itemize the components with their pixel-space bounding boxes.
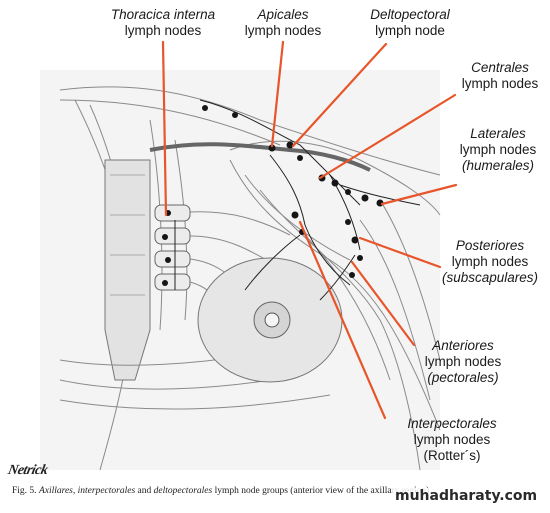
node (297, 155, 303, 161)
lymph-vessels (174, 99, 421, 301)
node (345, 189, 351, 195)
node (286, 141, 294, 149)
label-line: Anteriores (432, 338, 494, 353)
caption-prefix: Fig. 5. (12, 486, 37, 496)
leader-deltopectoral (291, 42, 388, 148)
label-deltopectoral: Deltopectoral lymph node (355, 7, 465, 39)
caption-italic-2: deltopectorales (153, 486, 213, 496)
node (357, 255, 363, 261)
label-line: (subscapulares) (441, 270, 539, 285)
node (351, 236, 359, 244)
label-thoracica-interna: Thoracica interna lymph nodes (104, 7, 222, 39)
label-line: lymph nodes (424, 354, 502, 369)
node (331, 179, 339, 187)
node (202, 105, 208, 111)
label-line: lymph node (375, 23, 445, 38)
leader-anteriores (350, 260, 416, 347)
label-laterales: Laterales lymph nodes (humerales) (450, 126, 546, 174)
caption-mid: and (137, 486, 152, 496)
caption-rest: lymph node groups (anterior view of the … (214, 486, 430, 496)
label-line: lymph nodes (413, 432, 491, 447)
label-line: Centrales (471, 60, 529, 75)
node (162, 234, 168, 240)
leader-lines (161, 40, 458, 420)
leader-centrales (318, 93, 457, 180)
label-centrales: Centrales lymph nodes (454, 60, 546, 92)
leader-thoracica (161, 40, 168, 217)
label-line: (pectorales) (427, 370, 499, 385)
label-line: lymph nodes (244, 23, 322, 38)
label-anteriores: Anteriores lymph nodes (pectorales) (408, 338, 518, 386)
node (349, 272, 355, 278)
label-line: lymph nodes (461, 76, 539, 91)
leader-apicales (270, 40, 285, 148)
label-line: lymph nodes (459, 142, 537, 157)
node (345, 219, 351, 225)
node (165, 257, 171, 263)
label-line: (humerales) (461, 158, 535, 173)
breast (197, 257, 343, 383)
label-line: (Rotter´s) (423, 448, 481, 463)
label-line: Interpectorales (407, 416, 497, 431)
leader-laterales (380, 183, 458, 206)
artist-signature: Netrick (6, 463, 49, 478)
label-line: lymph nodes (451, 254, 529, 269)
node (232, 112, 238, 118)
node (162, 280, 168, 286)
label-line: Deltopectoral (370, 7, 450, 22)
label-line: lymph nodes (124, 23, 202, 38)
label-line: Thoracica interna (110, 7, 216, 22)
figure-caption: Fig. 5. Axillares, interpectorales and d… (12, 486, 542, 496)
costal-cartilages (154, 204, 191, 291)
label-apicales: Apicales lymph nodes (240, 7, 326, 39)
watermark: muhadharaty.com (392, 488, 541, 504)
caption-italic-1: Axillares, interpectorales (38, 486, 136, 496)
label-line: Laterales (470, 126, 526, 141)
node (361, 194, 369, 202)
node (268, 144, 276, 152)
leader-posteriores (358, 236, 442, 269)
label-posteriores: Posteriores lymph nodes (subscapulares) (432, 238, 548, 286)
label-line: Posteriores (455, 238, 525, 253)
label-interpectorales: Interpectorales lymph nodes (Rotter´s) (396, 416, 508, 464)
node (291, 211, 299, 219)
label-line: Apicales (257, 7, 309, 22)
leader-interpectorales (298, 220, 387, 420)
sternum (104, 159, 151, 381)
